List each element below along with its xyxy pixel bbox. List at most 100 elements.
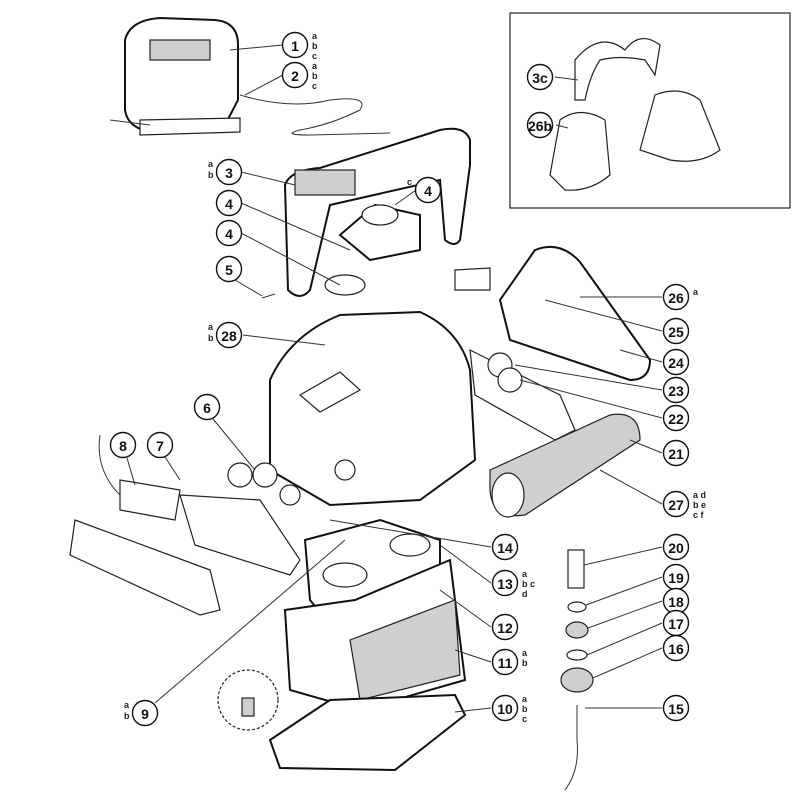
part-callout-23: 23 bbox=[662, 376, 690, 404]
part-callout-4: 4 bbox=[215, 219, 243, 247]
callout-number: 20 bbox=[668, 540, 684, 556]
callout-number: 12 bbox=[497, 620, 513, 636]
callout-number: 3 bbox=[225, 165, 233, 181]
variant-letters: a bbox=[312, 31, 318, 41]
filter-knob-part bbox=[217, 669, 279, 731]
callout-circle bbox=[662, 317, 690, 345]
variant-letters: a bbox=[208, 322, 214, 332]
brush-roller-part bbox=[489, 413, 641, 518]
part-callout-3: 3 ab bbox=[208, 158, 243, 186]
callout-number: 22 bbox=[668, 411, 684, 427]
callout-circle bbox=[491, 533, 519, 561]
variant-letters: c f bbox=[693, 510, 705, 520]
cable-fittings-part bbox=[560, 549, 594, 791]
swivel-cable-part bbox=[69, 434, 221, 616]
variant-letters: c bbox=[312, 51, 317, 61]
variant-letters: a bbox=[693, 287, 699, 297]
inset-handle-part bbox=[574, 38, 661, 101]
variant-letters: a bbox=[522, 648, 528, 658]
variant-letters: b bbox=[522, 704, 528, 714]
part-callout-14: 14 bbox=[491, 533, 519, 561]
power-supply-part bbox=[124, 16, 241, 136]
callout-circle bbox=[662, 533, 690, 561]
callout-circle bbox=[215, 255, 243, 283]
variant-letters: c bbox=[522, 714, 527, 724]
callout-number: 17 bbox=[668, 616, 684, 632]
part-callout-24: 24 bbox=[662, 348, 690, 376]
callout-circle bbox=[662, 348, 690, 376]
variant-letters: b bbox=[312, 41, 318, 51]
side-panel-part bbox=[454, 246, 652, 382]
variant-letters: b bbox=[312, 71, 318, 81]
callout-number: 24 bbox=[668, 355, 684, 371]
part-callout-4: 4 bbox=[215, 189, 243, 217]
callout-number: 5 bbox=[225, 262, 233, 278]
part-callout-9: 9ab bbox=[124, 699, 159, 727]
callout-number: 21 bbox=[668, 446, 684, 462]
callout-number: 28 bbox=[221, 328, 237, 344]
callout-circle bbox=[215, 158, 243, 186]
motor-block-part bbox=[269, 310, 477, 507]
callout-number: 15 bbox=[668, 701, 684, 717]
part-callout-25: 25 bbox=[662, 317, 690, 345]
callout-circle bbox=[146, 431, 174, 459]
part-callout-19: 19 bbox=[662, 563, 690, 591]
part-callout-8: 8 bbox=[109, 431, 137, 459]
part-callout-21: 21 bbox=[662, 439, 690, 467]
part-callout-28: 28 ab bbox=[208, 321, 243, 349]
callout-number: 16 bbox=[668, 641, 684, 657]
variant-letters: a bbox=[208, 159, 214, 169]
variant-letters: b bbox=[208, 333, 214, 343]
inset-callout-26b: 26b bbox=[526, 111, 554, 139]
callout-number: 18 bbox=[668, 594, 684, 610]
callout-circle bbox=[109, 431, 137, 459]
callout-circle bbox=[491, 648, 519, 676]
callout-number: 26b bbox=[528, 118, 552, 134]
filter-panel-part bbox=[283, 558, 467, 712]
variant-letters: b c bbox=[522, 579, 535, 589]
inset-callout-3c: 3c bbox=[526, 63, 554, 91]
callout-circle bbox=[526, 63, 554, 91]
callout-circle bbox=[131, 699, 159, 727]
variant-letters: a bbox=[312, 61, 318, 71]
callout-number: 14 bbox=[497, 540, 513, 556]
callout-number: 7 bbox=[156, 438, 164, 454]
motor-cover-part bbox=[324, 203, 421, 296]
callout-circle bbox=[491, 694, 519, 722]
callout-number: 9 bbox=[141, 706, 149, 722]
part-callout-22: 22 bbox=[662, 404, 690, 432]
callout-number: 13 bbox=[497, 576, 513, 592]
callout-circle bbox=[281, 31, 309, 59]
part-callout-4: 4c bbox=[407, 176, 442, 204]
callout-circle bbox=[414, 176, 442, 204]
variant-letters: a bbox=[124, 700, 130, 710]
part-callout-7: 7 bbox=[146, 431, 174, 459]
part-callout-16: 16 bbox=[662, 634, 690, 662]
callout-circle bbox=[662, 376, 690, 404]
variant-letters: b bbox=[208, 170, 214, 180]
callout-circle bbox=[662, 634, 690, 662]
callout-circle bbox=[526, 111, 554, 139]
callout-number: 19 bbox=[668, 570, 684, 586]
callout-circle bbox=[491, 613, 519, 641]
callout-number: 27 bbox=[668, 497, 684, 513]
callout-number: 4 bbox=[225, 196, 233, 212]
callout-number: 8 bbox=[119, 438, 127, 454]
callout-number: 11 bbox=[498, 655, 513, 671]
callout-circle bbox=[215, 321, 243, 349]
callout-number: 23 bbox=[668, 383, 684, 399]
part-callout-12: 12 bbox=[491, 613, 519, 641]
variant-letters: a bbox=[522, 569, 528, 579]
callout-number: 25 bbox=[668, 324, 684, 340]
callout-circle bbox=[281, 61, 309, 89]
inset-side-panel-part bbox=[549, 90, 721, 191]
callout-circle bbox=[491, 569, 519, 597]
power-cable-part bbox=[239, 94, 391, 136]
variant-letters: a d bbox=[693, 490, 706, 500]
callout-circle bbox=[662, 490, 690, 518]
